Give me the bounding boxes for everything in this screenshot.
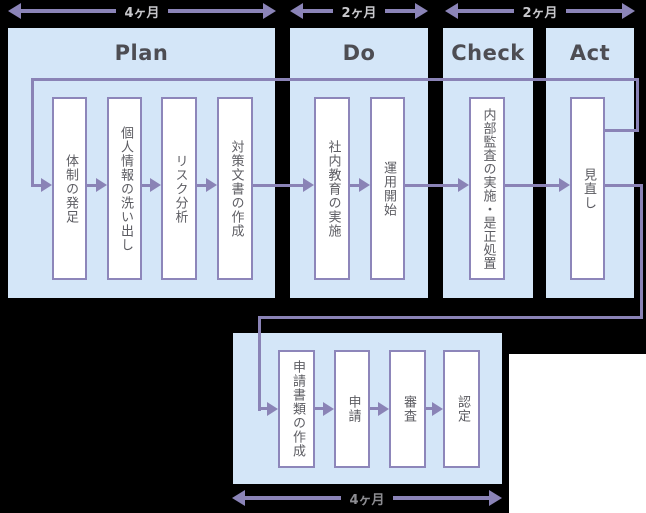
timeline-arrow-do: 2ヶ月: [290, 3, 429, 21]
phase-title-plan: Plan: [114, 41, 169, 65]
feedback-top-left-vertical: [31, 78, 34, 187]
step-shanai-kyoiku: 社内教育の実施: [314, 97, 350, 280]
arrow-left-icon: [8, 3, 21, 19]
feedback-bottom-horizontal: [258, 316, 643, 319]
step-minaoshi: 見直し: [570, 97, 605, 280]
step-risk-bunseki: リスク分析: [161, 97, 197, 280]
step-nintei: 認定: [443, 350, 480, 468]
feedback-bottom-left-vertical: [258, 316, 261, 411]
timeline-label: 4ヶ月: [349, 492, 385, 508]
arrow-left-icon: [232, 490, 245, 506]
arrow-right-icon: [489, 490, 503, 506]
arrow-right-icon: [263, 3, 277, 19]
feedback-top-horizontal: [31, 78, 639, 81]
arrow-do1-do2-icon: [359, 178, 370, 192]
arrow-into-cert1-icon: [267, 402, 278, 416]
arrow-into-step1-icon: [41, 178, 52, 192]
arrow-check-act-icon: [559, 178, 570, 192]
arrow-right-icon: [415, 3, 429, 19]
feedback-top-right-vertical: [636, 78, 639, 132]
step-unyo-kaishi: 運用開始: [370, 97, 405, 280]
arrow-plan-do-icon: [303, 178, 314, 192]
timeline-arrow-plan: 4ヶ月: [8, 3, 277, 21]
timeline-arrow-check-act: 2ヶ月: [445, 3, 636, 21]
feedback-top-connector: [605, 129, 639, 132]
step-naibu-kansa: 内部監査の実施・是正処置: [469, 97, 505, 280]
step-taisaku-bunsho: 対策文書の作成: [217, 97, 253, 280]
timeline-arrow-certification: 4ヶ月: [232, 490, 503, 508]
step-shinsei: 申請: [334, 350, 370, 468]
timeline-label: 4ヶ月: [124, 5, 160, 21]
arrow-cert3-cert4-icon: [432, 402, 443, 416]
arrow-do-check-icon: [458, 178, 469, 192]
arrow-step2-step3-icon: [150, 178, 161, 192]
timeline-label: 2ヶ月: [341, 5, 377, 21]
timeline-label: 2ヶ月: [522, 5, 558, 21]
step-kojinjoho-araidashi: 個人情報の洗い出し: [107, 97, 142, 280]
arrow-cert2-cert3-icon: [378, 402, 389, 416]
arrow-right-icon: [622, 3, 636, 19]
feedback-bottom-right-vertical: [640, 184, 643, 319]
feedback-bottom-connector: [605, 184, 643, 187]
phase-title-check: Check: [451, 41, 525, 65]
step-shinsa: 審査: [389, 350, 426, 468]
arrow-cert1-cert2-icon: [323, 402, 334, 416]
step-taisei-hassoku: 体制の発足: [52, 97, 87, 280]
phase-title-act: Act: [569, 41, 611, 65]
phase-title-do: Do: [342, 41, 376, 65]
background-white-area: [509, 354, 646, 513]
step-shinsei-shorui: 申請書類の作成: [278, 350, 315, 468]
arrow-step3-step4-icon: [206, 178, 217, 192]
arrow-left-icon: [290, 3, 303, 19]
arrow-left-icon: [445, 3, 458, 19]
panel-do: Do: [290, 28, 428, 298]
arrow-step1-step2-icon: [96, 178, 107, 192]
